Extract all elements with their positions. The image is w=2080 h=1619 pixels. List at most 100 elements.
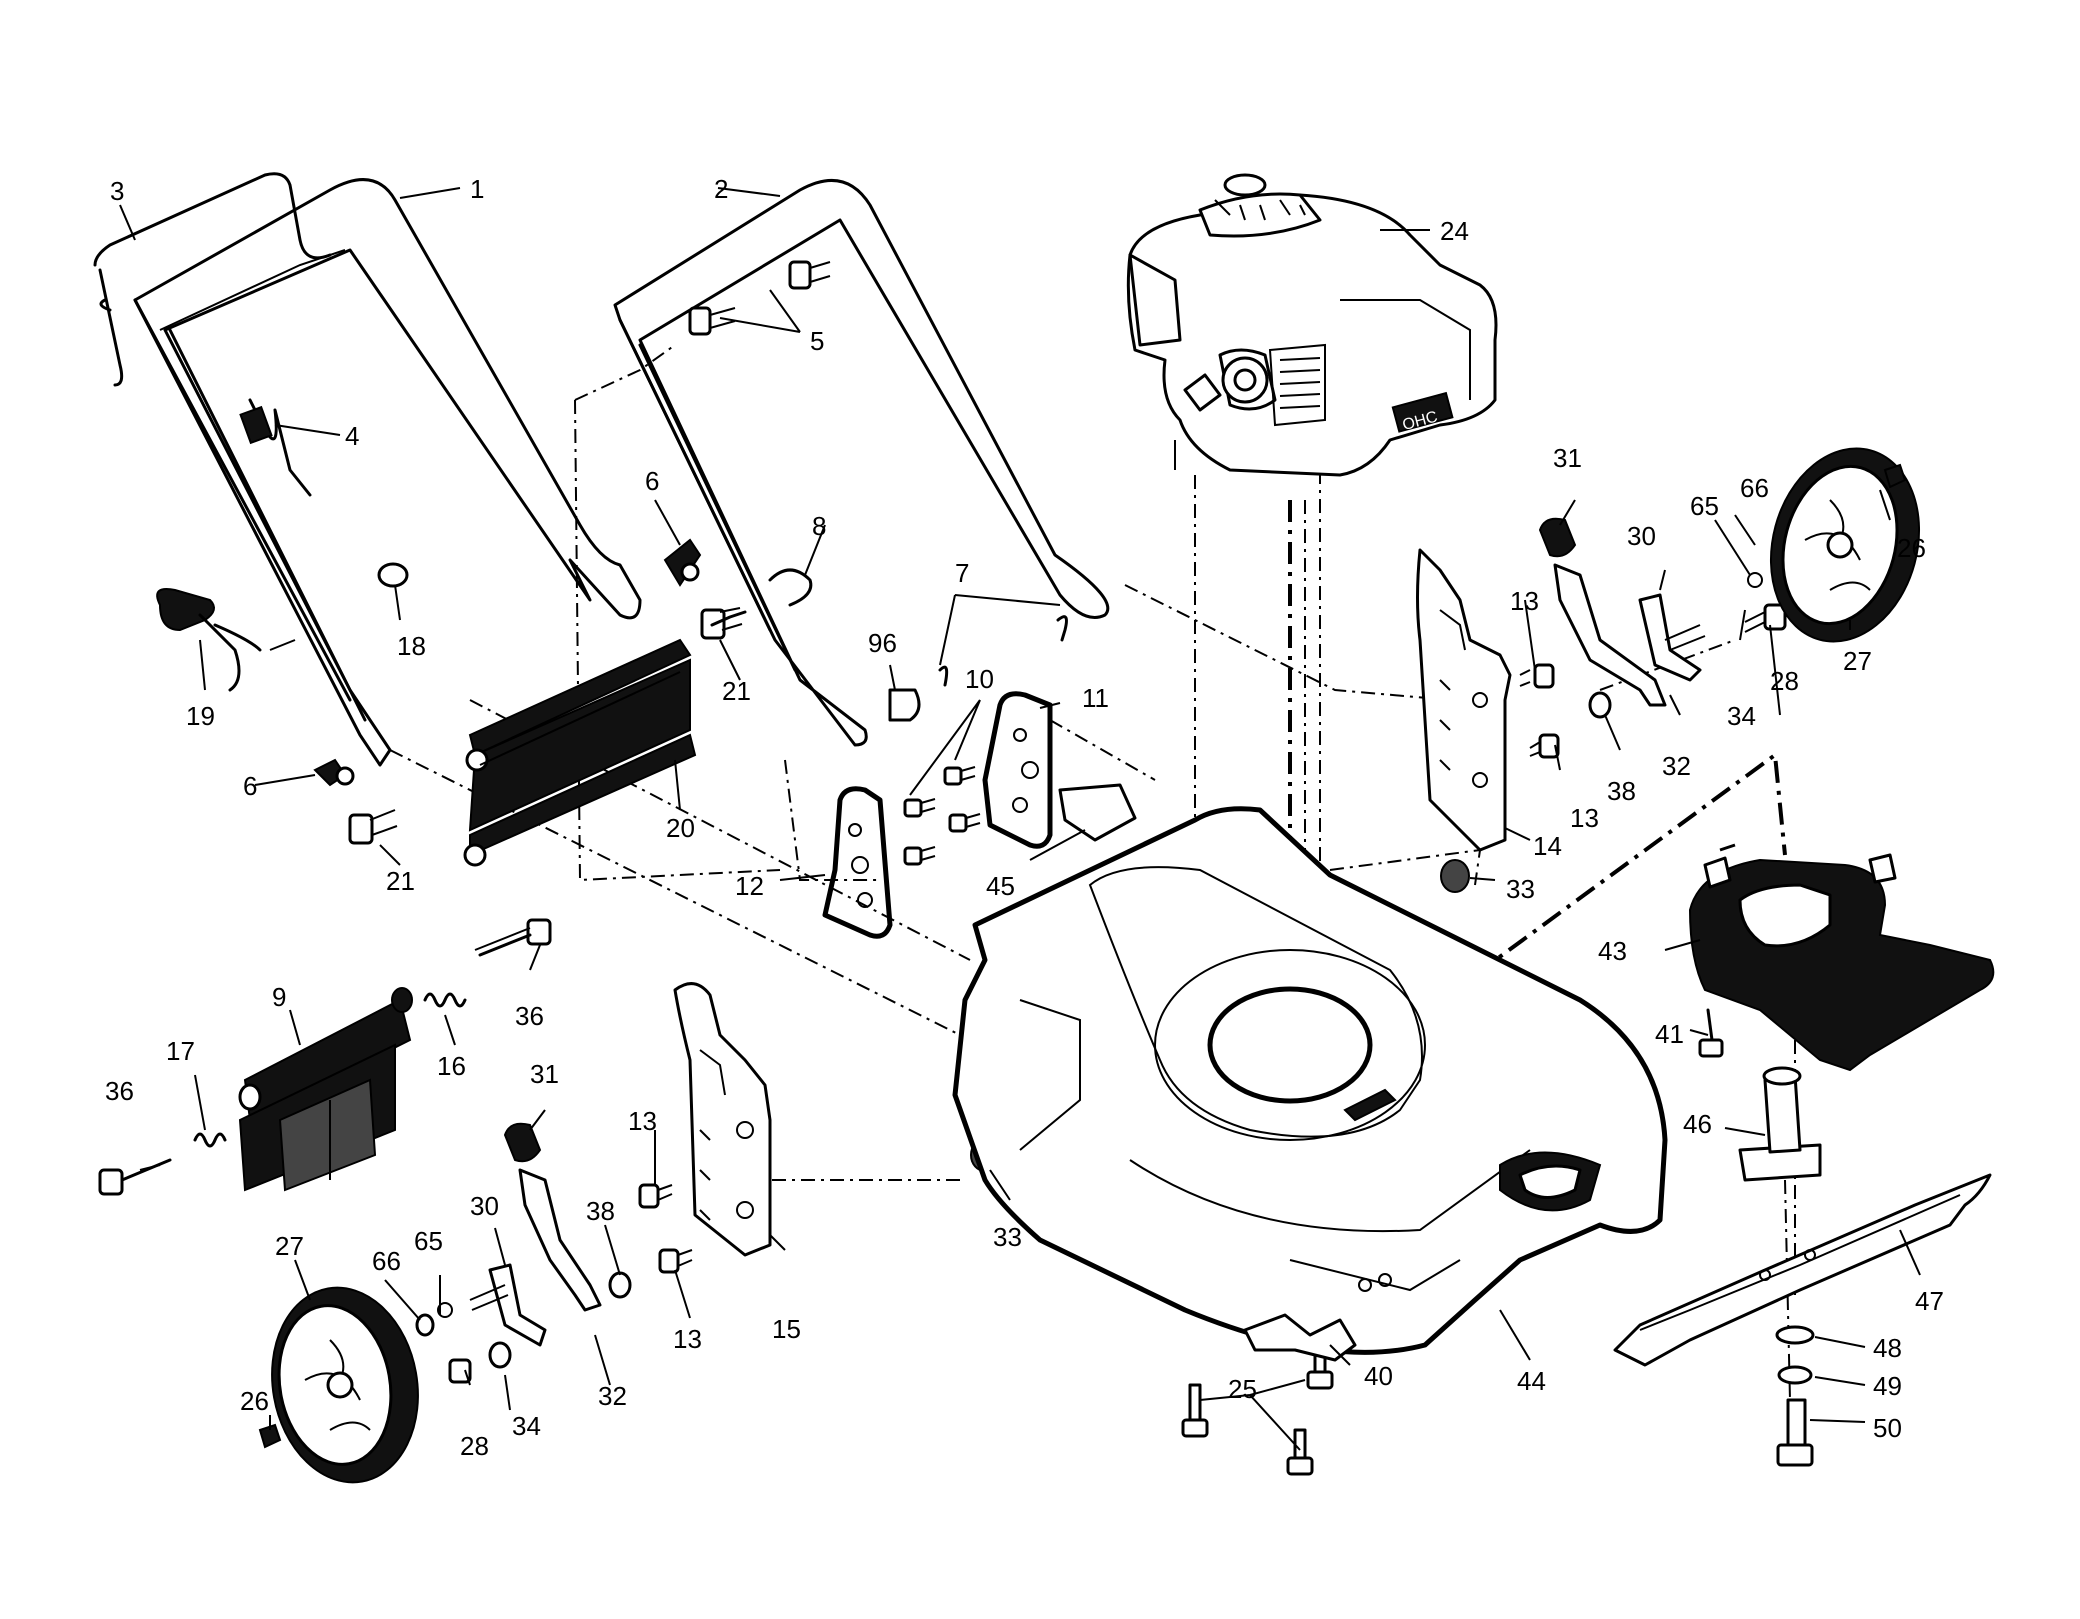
cable-tie-8 — [768, 568, 813, 607]
label-36-a: 36 — [515, 1001, 544, 1031]
clip-96 — [888, 688, 921, 722]
label-3: 3 — [110, 176, 124, 206]
label-21-b: 21 — [386, 866, 415, 896]
label-30-left: 30 — [470, 1191, 499, 1221]
label-26-right: 26 — [1897, 533, 1926, 563]
label-2: 2 — [714, 174, 728, 204]
height-bracket-12 — [822, 786, 893, 939]
lower-handle-left — [133, 178, 642, 767]
label-8: 8 — [812, 511, 826, 541]
leader-lines — [119, 187, 1921, 1451]
engine-24: OHC — [1126, 173, 1498, 477]
blade-hardware — [1775, 1325, 1815, 1467]
hairpin-clips-7 — [938, 615, 1068, 687]
rods-36 — [98, 918, 552, 1196]
label-65-left: 65 — [414, 1226, 443, 1256]
wheel-bracket-14 — [1416, 548, 1512, 852]
height-bracket-11 — [982, 691, 1053, 849]
label-11: 11 — [1082, 683, 1109, 713]
label-28-left: 28 — [460, 1431, 489, 1461]
label-34-right: 34 — [1727, 701, 1756, 731]
label-13-c: 13 — [628, 1106, 657, 1136]
bolt-21-lower — [348, 809, 398, 845]
label-14: 14 — [1533, 831, 1562, 861]
label-16: 16 — [437, 1051, 466, 1081]
nut-33-right — [1440, 859, 1470, 893]
baffle-43 — [1688, 843, 1995, 1072]
label-15: 15 — [772, 1314, 801, 1344]
bushings-10 — [903, 766, 981, 866]
label-18: 18 — [397, 631, 426, 661]
label-1: 1 — [470, 174, 484, 204]
label-48: 48 — [1873, 1333, 1902, 1363]
label-44: 44 — [1517, 1366, 1546, 1396]
label-20: 20 — [666, 813, 695, 843]
label-96: 96 — [868, 628, 897, 658]
label-28-right: 28 — [1770, 666, 1799, 696]
label-9: 9 — [272, 982, 286, 1012]
handle-knob-6-top — [663, 538, 702, 587]
label-36-b: 36 — [105, 1076, 134, 1106]
label-30-right: 30 — [1627, 521, 1656, 551]
bolts-13 — [638, 663, 1560, 1274]
rear-door-9 — [238, 987, 413, 1192]
label-25: 25 — [1228, 1374, 1257, 1404]
rear-flap-20 — [463, 638, 697, 867]
label-7: 7 — [955, 558, 969, 588]
control-bail — [93, 172, 332, 387]
label-43: 43 — [1598, 936, 1627, 966]
label-6-top: 6 — [645, 466, 659, 496]
handle-knob-19 — [156, 588, 296, 692]
height-lever-right — [1538, 517, 1706, 719]
label-66-left: 66 — [372, 1246, 401, 1276]
blade-adapter-46 — [1738, 1066, 1822, 1182]
label-41: 41 — [1655, 1019, 1684, 1049]
bolts-5 — [688, 260, 831, 336]
nut-18 — [377, 562, 409, 588]
label-65-right: 65 — [1690, 491, 1719, 521]
label-66-right: 66 — [1740, 473, 1769, 503]
label-12: 12 — [735, 871, 764, 901]
label-45: 45 — [986, 871, 1015, 901]
label-13-d: 13 — [673, 1324, 702, 1354]
label-34-left: 34 — [512, 1411, 541, 1441]
label-21-a: 21 — [722, 676, 751, 706]
label-13-a: 13 — [1510, 586, 1539, 616]
label-31-right: 31 — [1553, 443, 1582, 473]
control-cable — [239, 398, 312, 497]
wheel-bracket-15 — [673, 982, 772, 1257]
label-40: 40 — [1364, 1361, 1393, 1391]
label-33-right: 33 — [1506, 874, 1535, 904]
bolts-25 — [1181, 1338, 1334, 1476]
label-13-b: 13 — [1570, 803, 1599, 833]
label-26-left: 26 — [240, 1386, 269, 1416]
label-10: 10 — [965, 664, 994, 694]
label-32-left: 32 — [598, 1381, 627, 1411]
label-24: 24 — [1440, 216, 1469, 246]
label-50: 50 — [1873, 1413, 1902, 1443]
height-lever-left — [469, 1122, 632, 1347]
lower-handle-right — [613, 178, 1110, 747]
springs — [193, 992, 467, 1148]
bracket-40 — [1243, 1313, 1357, 1362]
label-19: 19 — [186, 701, 215, 731]
label-31-left: 31 — [530, 1059, 559, 1089]
part-labels: 1 2 3 4 5 6 6 7 8 9 10 11 12 13 13 13 13… — [105, 174, 1944, 1461]
label-49: 49 — [1873, 1371, 1902, 1401]
label-6-bottom: 6 — [243, 771, 257, 801]
blade-47 — [1613, 1173, 1992, 1367]
bolt-41 — [1698, 1008, 1724, 1058]
label-46: 46 — [1683, 1109, 1712, 1139]
label-38-right: 38 — [1607, 776, 1636, 806]
label-4: 4 — [345, 421, 359, 451]
label-38-left: 38 — [586, 1196, 615, 1226]
label-33-left: 33 — [993, 1222, 1022, 1252]
label-27-left: 27 — [275, 1231, 304, 1261]
label-32-right: 32 — [1662, 751, 1691, 781]
label-27-right: 27 — [1843, 646, 1872, 676]
bolt-21-upper — [700, 607, 747, 640]
wheel-assembly-left — [258, 1286, 512, 1484]
label-17: 17 — [166, 1036, 195, 1066]
label-47: 47 — [1915, 1286, 1944, 1316]
